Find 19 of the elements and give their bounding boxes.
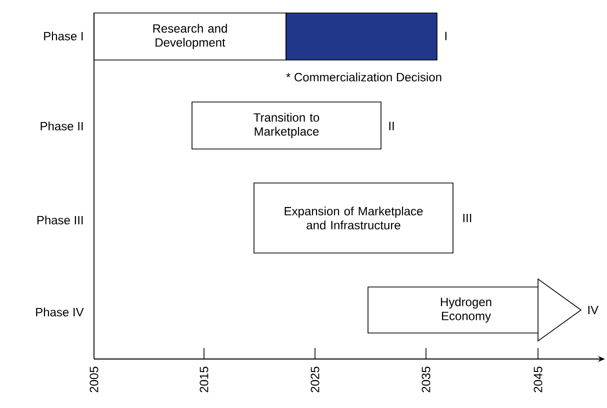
tick-label: 2025 [310,366,320,392]
bar [286,12,438,60]
tick-label: 2005 [90,366,98,392]
phase-numeral: IV [588,306,598,314]
phase-label: Phase III [37,216,83,224]
phase-numeral: I [445,32,446,40]
phase-label: Phase II [40,122,83,130]
tick-label: 2045 [534,366,542,392]
note: * Commercialization Decision [286,72,442,82]
phase-label: Phase I [44,32,83,40]
phase-box: Research and Development [94,12,286,60]
arrow-box: Hydrogen Economy [368,278,582,342]
phase-numeral: II [389,122,394,130]
tick-label: 2015 [200,366,208,392]
phase-numeral: III [463,214,472,222]
phase-box: Expansion of Marketplace and Infrastructure [254,182,454,254]
tick-label: 2035 [422,366,430,392]
phase-label: Phase IV [36,308,84,316]
phase-box: Transition to Marketplace [192,102,382,150]
